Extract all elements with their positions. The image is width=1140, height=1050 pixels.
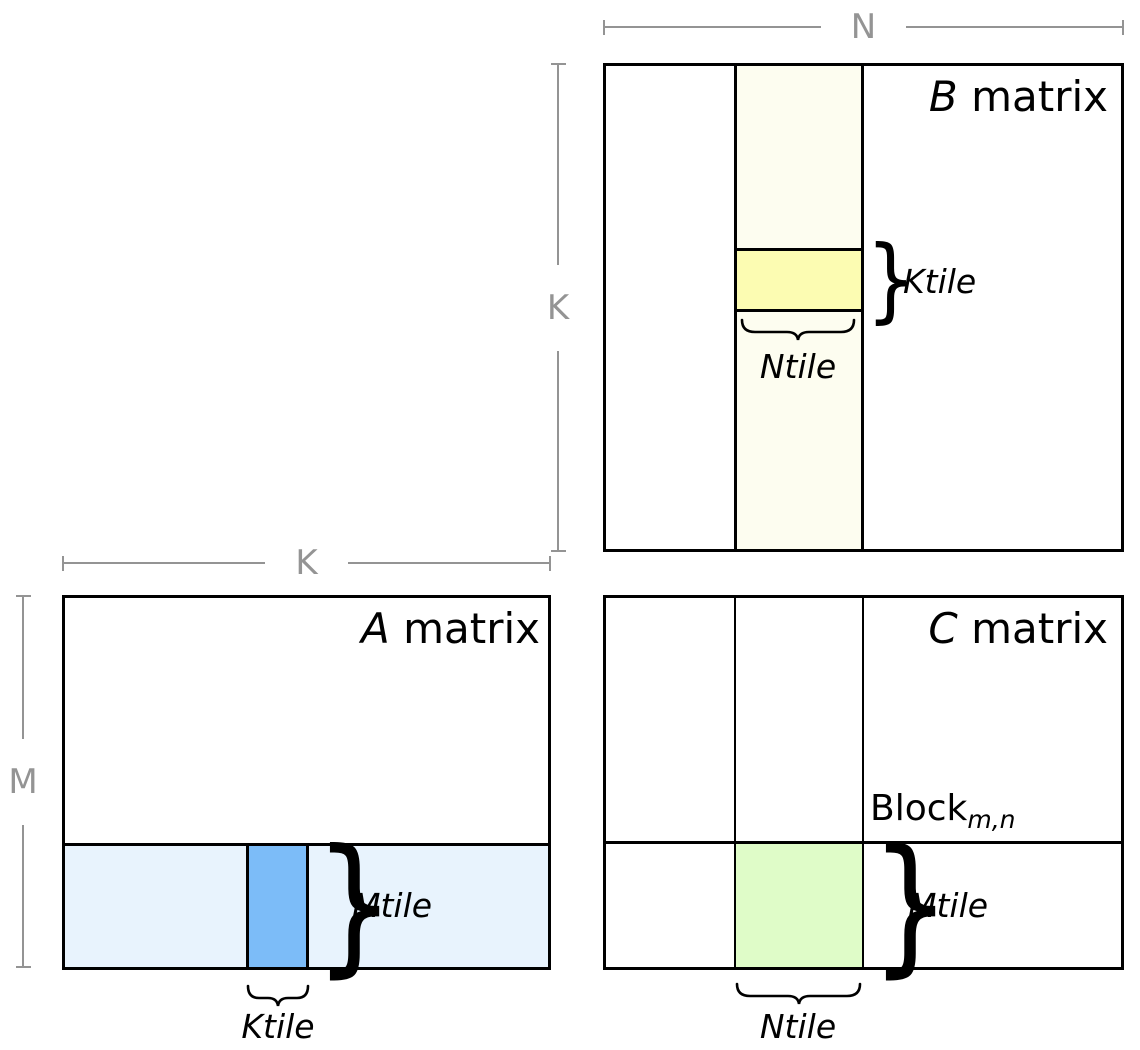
b-ktile-brace: } [866,226,916,333]
dim-line-m: M [8,595,38,968]
c-column-line-right [862,598,864,967]
dim-label-n: N [850,7,877,47]
a-matrix-title: A matrix [62,604,540,653]
c-matrix-title: C matrix [603,604,1108,653]
b-matrix-title-rest: matrix [957,72,1108,121]
c-column-line-left [734,598,736,967]
dim-segment [22,824,24,966]
a-mtile-label: Mtile [352,886,433,925]
dim-label-m: M [8,761,38,802]
b-ntile-label: Ntile [759,347,837,386]
c-block-label-subscript: m,n [967,805,1016,834]
b-ktile-ntile-tile [734,248,864,312]
dim-line-k-horizontal: K [62,543,552,583]
a-matrix-title-letter: A [361,604,390,653]
dim-tick-top [15,595,31,597]
dim-label-k: K [546,287,570,328]
b-matrix-title-letter: B [928,72,958,121]
b-ntile-underbrace [740,318,856,341]
a-ktile-label: Ktile [241,1007,315,1046]
a-mtile-brace: } [314,818,396,992]
c-matrix-title-letter: C [928,604,958,653]
c-mtile-ntile-tile [736,844,862,967]
c-row-divider [603,841,1124,844]
dim-segment [557,65,559,265]
dim-tick-left [62,555,64,571]
dim-segment [605,26,821,28]
c-matrix-title-rest: matrix [957,604,1108,653]
b-ktile-label: Ktile [903,262,977,301]
c-block-label: Blockm,n [870,788,1016,834]
dim-label-k2: K [295,543,318,583]
c-mtile-brace: } [870,818,952,992]
c-ntile-label: Ntile [759,1007,837,1046]
dim-tick-right [549,555,552,571]
c-block-label-base: Block [870,788,968,829]
dim-tick-bottom [15,966,31,968]
b-matrix-title: B matrix [603,72,1108,121]
dim-tick-bottom [550,550,566,552]
dim-segment [557,350,559,550]
c-ntile-underbrace [735,982,862,1005]
dim-tick-top [550,63,566,65]
dim-segment [64,562,266,564]
c-mtile-label: Mtile [908,886,989,925]
a-matrix-title-rest: matrix [389,604,540,653]
dim-segment [347,562,550,564]
dim-tick-right [1122,19,1124,35]
dim-tick-left [603,19,605,35]
dim-line-k-vertical: K [543,63,573,552]
dim-line-n: N [603,7,1124,47]
dim-segment [906,26,1122,28]
a-ktile-underbrace [246,984,310,1007]
dim-segment [22,597,24,739]
a-mtile-ktile-tile [246,843,309,967]
